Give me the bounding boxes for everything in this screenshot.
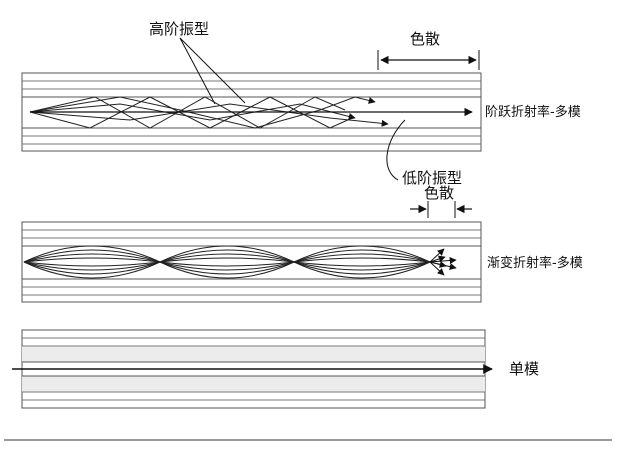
graded-index-label: 渐变折射率-多模 (487, 255, 583, 271)
graded-ray (23, 261, 431, 275)
graded-ray (23, 245, 431, 263)
high-order-ray (29, 96, 346, 129)
dispersion-label-mid: 色散 (424, 184, 454, 202)
low-order-ray (29, 103, 356, 121)
output-arrow (429, 261, 457, 270)
single-mode-fiber (12, 329, 493, 409)
step-index-fiber (21, 37, 482, 181)
dispersion-label-top: 色散 (410, 30, 440, 48)
graded-ray (23, 261, 431, 271)
graded-ray (23, 253, 431, 263)
output-arrow (429, 261, 445, 276)
output-arrow (429, 256, 457, 264)
graded-ray (23, 261, 431, 279)
output-arrow (429, 248, 445, 263)
graded-ray (23, 257, 431, 263)
single-mode-label: 单模 (509, 360, 539, 378)
fiber-outer-tube (21, 221, 482, 303)
graded-index-fiber (21, 201, 482, 303)
step-index-label: 阶跃折射率-多模 (485, 104, 581, 120)
high-order-leader (179, 37, 216, 105)
graded-rays (23, 245, 431, 279)
cladding-band (22, 346, 485, 362)
graded-ray (23, 249, 431, 263)
output-arrow (429, 255, 446, 263)
low-order-leader (386, 119, 406, 181)
high-order-mode-label: 高阶振型 (149, 20, 209, 38)
high-order-ray (29, 96, 376, 129)
cladding-band (22, 376, 485, 392)
low-order-mode-label: 低阶振型 (402, 169, 462, 187)
high-order-leader (179, 37, 246, 104)
high-order-ray (29, 96, 353, 129)
low-order-ray (29, 103, 389, 127)
graded-ray (23, 261, 431, 267)
